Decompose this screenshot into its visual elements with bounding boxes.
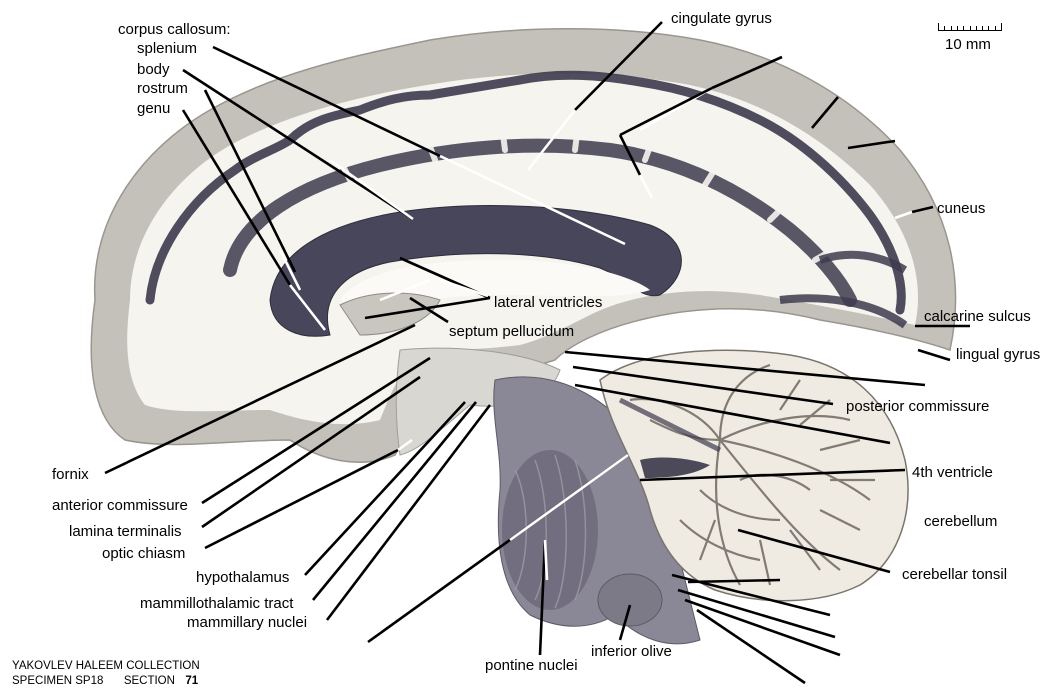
cingulate-leader-3 bbox=[618, 134, 642, 176]
optic-chiasm-leader bbox=[204, 448, 399, 550]
cingulate-leader-6 bbox=[847, 139, 896, 150]
corpus-callosum-splenium-leader-white-segment bbox=[439, 154, 626, 246]
cingulate-leader-5 bbox=[811, 96, 839, 129]
label-septum-pellucidum: septum pellucidum bbox=[449, 323, 575, 340]
lingual-gyrus-leader bbox=[917, 348, 951, 362]
corpus-callosum-rostrum-leader bbox=[203, 89, 297, 273]
label-posterior-commissure: posterior commissure bbox=[846, 398, 990, 415]
anterior-commissure-leader bbox=[201, 356, 431, 505]
lateral-ventricle-shape bbox=[340, 259, 650, 320]
tonsil-leader-5 bbox=[696, 608, 806, 685]
posterior-commissure-leader-2 bbox=[572, 365, 834, 406]
label-optic-chiasm: optic chiasm bbox=[102, 545, 186, 562]
label-inferior-olive: inferior olive bbox=[591, 643, 672, 660]
pons bbox=[502, 450, 598, 610]
scale-bar-tick bbox=[994, 26, 996, 31]
cortical-sulci bbox=[145, 70, 906, 315]
footer-section-number: 71 bbox=[185, 675, 199, 687]
footer-section-label: SECTION bbox=[123, 675, 175, 687]
label-cerebellum: cerebellum bbox=[924, 513, 998, 530]
lateral-ventricles-leader-2-white-segment bbox=[379, 278, 431, 302]
fourth-ventricle-shape bbox=[640, 457, 710, 478]
label-rostrum: rostrum bbox=[137, 80, 188, 97]
hypothalamus-leader bbox=[304, 401, 466, 576]
label-lamina-terminalis: lamina terminalis bbox=[69, 523, 182, 540]
fourth-ventricle-leader bbox=[639, 468, 906, 482]
label-splenium: splenium bbox=[137, 40, 198, 57]
fornix-leader bbox=[104, 323, 416, 475]
scale-bar-label: 10 mm bbox=[945, 36, 991, 53]
footer-specimen: SPECIMEN SP18 bbox=[12, 675, 104, 687]
diencephalon bbox=[395, 347, 561, 456]
lateral-ventricles-leader-1-white-segment bbox=[439, 278, 489, 298]
label-fornix: fornix bbox=[52, 466, 89, 483]
label-lingual-gyrus: lingual gyrus bbox=[956, 346, 1041, 363]
optic-chiasm-leader-white-segment bbox=[397, 438, 413, 452]
label-hypothalamus: hypothalamus bbox=[196, 569, 290, 586]
scale-bar-tick bbox=[956, 26, 958, 31]
scale-bar-tick bbox=[969, 26, 971, 31]
label-mammillary-nuclei: mammillary nuclei bbox=[187, 614, 308, 631]
pons-leader-white-segment bbox=[509, 453, 629, 542]
label-cuneus: cuneus bbox=[937, 200, 986, 217]
corpus-callosum-body-leader-white-segment bbox=[329, 158, 414, 221]
scale-bar-tick bbox=[938, 23, 939, 31]
cingulate-gyrus-leader-white-segment bbox=[526, 109, 577, 171]
label-anterior-commissure: anterior commissure bbox=[52, 497, 188, 514]
scale-bar: 10 mm bbox=[938, 22, 1004, 53]
label-calcarine-sulcus: calcarine sulcus bbox=[924, 308, 1031, 325]
label-4th-ventricle: 4th ventricle bbox=[912, 464, 993, 481]
scale-bar-tick bbox=[950, 26, 952, 31]
label-body: body bbox=[137, 61, 170, 78]
corpus-callosum-body-leader bbox=[182, 68, 414, 221]
corpus-callosum-genu-leader bbox=[181, 109, 292, 286]
cerebellar-tonsil-leader bbox=[737, 528, 891, 574]
pontine-nuclei-leader-white-segment bbox=[543, 539, 549, 581]
scale-bar-tick bbox=[975, 26, 977, 31]
tonsil-leader-6 bbox=[687, 578, 781, 584]
label-cingulate-gyrus: cingulate gyrus bbox=[671, 10, 772, 27]
cingulate-leader-3-white-segment bbox=[638, 174, 654, 199]
label-genu: genu bbox=[137, 100, 171, 117]
label-mammillothalamic-tract: mammillothalamic tract bbox=[140, 595, 294, 612]
scale-bar-tick bbox=[1001, 23, 1002, 31]
pontine-nuclei-leader bbox=[538, 539, 547, 656]
scale-bar-tick bbox=[988, 26, 990, 31]
scale-bar-tick bbox=[944, 26, 946, 31]
mammillary-nuclei-leader bbox=[325, 404, 492, 621]
tonsil-leader-4 bbox=[684, 598, 841, 657]
label-lateral-ventricles: lateral ventricles bbox=[494, 294, 603, 311]
label-pontine-nuclei: pontine nuclei bbox=[485, 657, 578, 674]
posterior-commissure-leader-3 bbox=[574, 383, 891, 445]
lamina-terminalis-leader bbox=[201, 375, 421, 529]
cuneus-leader bbox=[911, 205, 934, 214]
corpus-callosum-rostrum-leader-white-segment bbox=[278, 249, 302, 291]
footer-collection: YAKOVLEV HALEEM COLLECTION bbox=[12, 660, 200, 672]
scale-bar-tick bbox=[963, 26, 965, 31]
septum-pellucidum-leader bbox=[409, 296, 449, 324]
tonsil-leader-3 bbox=[677, 588, 836, 639]
cingulate-leader-4 bbox=[619, 86, 713, 137]
mammillothalamic-tract-leader bbox=[311, 401, 478, 601]
inferior-olive-leader bbox=[618, 604, 632, 641]
inferior-olive-shape bbox=[597, 573, 663, 627]
posterior-commissure-leader-1 bbox=[564, 350, 926, 387]
calcarine-region bbox=[779, 250, 908, 329]
scale-bar-tick bbox=[982, 26, 984, 31]
cingulate-sulcus bbox=[223, 138, 857, 307]
label-corpus-callosum: corpus callosum: bbox=[118, 21, 231, 38]
cingulate-gyrus-leader bbox=[574, 21, 663, 111]
corpus-callosum-genu-leader-white-segment bbox=[288, 284, 327, 331]
cingulate-leader-2 bbox=[711, 55, 783, 90]
label-cerebellar-tonsil: cerebellar tonsil bbox=[902, 566, 1008, 583]
cuneus-leader-white-segment bbox=[894, 210, 913, 220]
corpus-callosum-splenium-leader bbox=[212, 45, 441, 158]
footer-specimen-section: SPECIMEN SP18 SECTION 71 bbox=[12, 674, 198, 688]
